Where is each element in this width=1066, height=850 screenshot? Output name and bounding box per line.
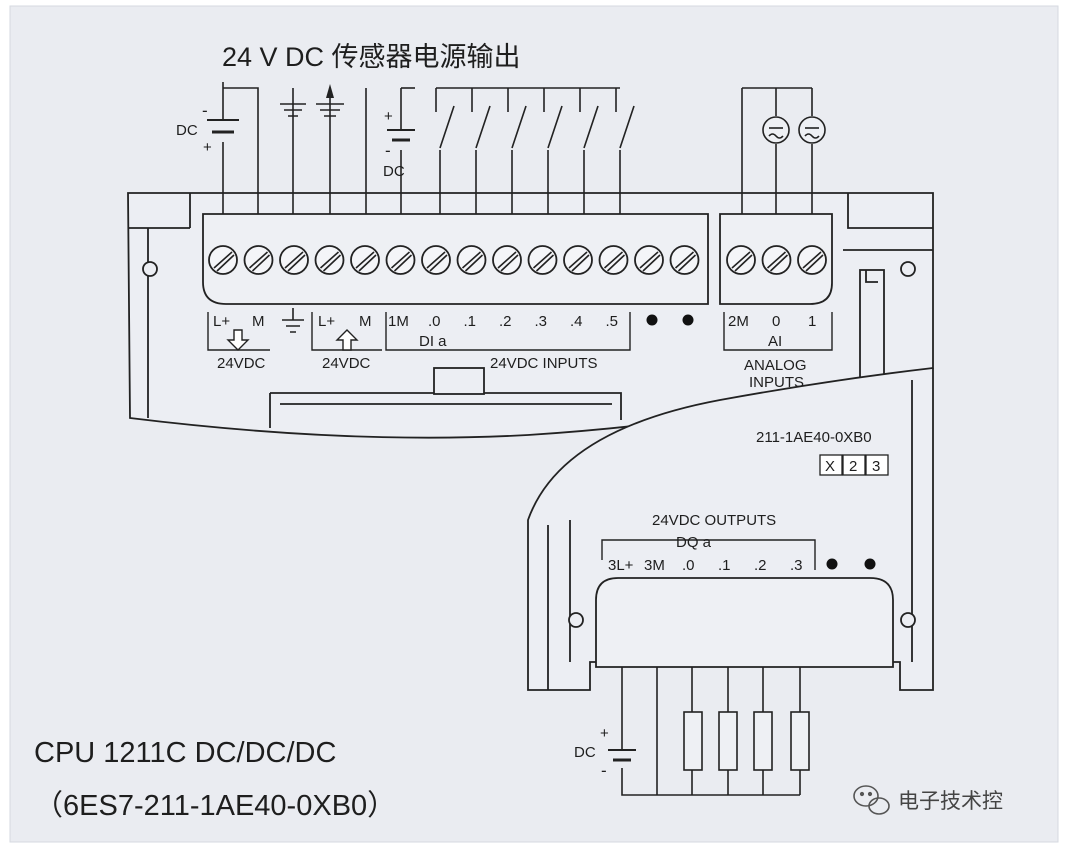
input-switch-icon bbox=[615, 88, 635, 214]
dq-channel-label: .3 bbox=[790, 557, 803, 574]
terminal-screw-icon bbox=[492, 245, 522, 275]
terminal-screw-icon bbox=[761, 245, 792, 275]
terminal-screw-icon bbox=[385, 245, 416, 275]
l-plus-label-2: L+ bbox=[318, 313, 335, 330]
input-switch-icon bbox=[507, 88, 527, 214]
label-brackets bbox=[207, 312, 833, 570]
di-group-label: DI a bbox=[419, 333, 447, 350]
version-boxes bbox=[819, 454, 889, 476]
ai-channel-0: 0 bbox=[772, 313, 780, 330]
diagram-title: 24 V DC 传感器电源输出 bbox=[222, 42, 521, 72]
version-box-x: X bbox=[825, 458, 835, 475]
analog-screws bbox=[726, 245, 827, 275]
dq-caption: 24VDC OUTPUTS bbox=[652, 512, 776, 529]
di-channel-label: .2 bbox=[499, 313, 512, 330]
ai-caption-line2: INPUTS bbox=[749, 374, 804, 391]
dq-common-label: 3M bbox=[644, 557, 665, 574]
input-switch-icon bbox=[579, 88, 599, 214]
ai-group-label: AI bbox=[768, 333, 782, 350]
input-supply-plus: + bbox=[384, 108, 393, 125]
di-caption: 24VDC INPUTS bbox=[490, 355, 598, 372]
terminal-screw-icon bbox=[350, 245, 380, 275]
m-label-1: M bbox=[252, 313, 265, 330]
terminal-screw-icon bbox=[598, 245, 629, 275]
terminal-screw-icon bbox=[243, 245, 274, 275]
left-supply-label: DC bbox=[176, 122, 198, 139]
unused-terminal-dot bbox=[682, 314, 694, 326]
terminal-screw-icon bbox=[797, 245, 827, 275]
sensor-output-arrow-icon bbox=[326, 84, 334, 98]
ground-icon bbox=[282, 308, 304, 333]
left-supply-plus: + bbox=[203, 139, 212, 156]
terminal-screw-icon bbox=[527, 245, 558, 275]
output-wiring bbox=[608, 667, 810, 796]
di-common-label: 1M bbox=[388, 313, 409, 330]
supply-24vdc-label-1: 24VDC bbox=[217, 355, 266, 372]
supply-24vdc-label-2: 24VDC bbox=[322, 355, 371, 372]
cpu-name: CPU 1211C DC/DC/DC bbox=[34, 737, 336, 769]
di-channel-label: .3 bbox=[535, 313, 548, 330]
ai-channel-1: 1 bbox=[808, 313, 816, 330]
terminal-screw-icon bbox=[421, 245, 451, 275]
dq-channel-labels: .0 .1 .2 .3 bbox=[682, 557, 803, 574]
order-number: （6ES7-211-1AE40-0XB0） bbox=[34, 790, 396, 822]
output-supply-minus: - bbox=[601, 761, 607, 780]
terminal-screw-icon bbox=[456, 245, 487, 275]
terminal-screw-icon bbox=[208, 245, 238, 275]
terminal-screw-icon bbox=[669, 245, 700, 275]
output-supply-plus: + bbox=[600, 725, 609, 742]
m-label-2: M bbox=[359, 313, 372, 330]
top-wiring bbox=[207, 82, 620, 214]
part-number: 211-1AE40-0XB0 bbox=[756, 429, 872, 446]
top-screws bbox=[208, 245, 700, 275]
unused-terminal-dot bbox=[826, 558, 838, 570]
di-channel-label: .1 bbox=[464, 313, 477, 330]
ai-common-label: 2M bbox=[728, 313, 749, 330]
terminal-screw-icon bbox=[563, 245, 593, 275]
input-switch-icon bbox=[543, 88, 563, 214]
terminal-screw-icon bbox=[634, 245, 664, 275]
version-box-2: 2 bbox=[849, 458, 857, 475]
di-channel-labels: .0 .1 .2 .3 .4 .5 bbox=[428, 313, 618, 330]
input-supply-minus: - bbox=[385, 141, 391, 160]
analog-wiring bbox=[741, 87, 826, 214]
terminal-screw-icon bbox=[314, 245, 345, 275]
unused-terminal-dot bbox=[646, 314, 658, 326]
dq-group-label: DQ a bbox=[676, 534, 712, 551]
dq-channel-label: .0 bbox=[682, 557, 695, 574]
version-box-3: 3 bbox=[872, 458, 880, 475]
di-channel-label: .4 bbox=[570, 313, 583, 330]
watermark: 电子技术控 bbox=[853, 785, 1003, 815]
terminal-screw-icon bbox=[726, 245, 756, 275]
supply-in-arrow-icon bbox=[226, 329, 250, 351]
dq-channel-label: .2 bbox=[754, 557, 767, 574]
ai-caption-line1: ANALOG bbox=[744, 357, 807, 374]
dq-supply-label: 3L+ bbox=[608, 557, 634, 574]
dq-channel-label: .1 bbox=[718, 557, 731, 574]
di-channel-label: .0 bbox=[428, 313, 441, 330]
input-switch-icon bbox=[435, 88, 455, 214]
l-plus-label-1: L+ bbox=[213, 313, 230, 330]
unused-terminal-dot bbox=[864, 558, 876, 570]
wechat-icon bbox=[853, 785, 890, 815]
input-switches bbox=[435, 88, 635, 214]
terminal-screw-icon bbox=[279, 245, 309, 275]
left-supply-minus: - bbox=[202, 101, 208, 120]
output-supply-label: DC bbox=[574, 744, 596, 761]
input-supply-label: DC bbox=[383, 163, 405, 180]
output-terminal-block bbox=[595, 577, 894, 668]
supply-out-arrow-icon bbox=[335, 329, 359, 351]
di-channel-label: .5 bbox=[606, 313, 619, 330]
watermark-text: 电子技术控 bbox=[898, 790, 1003, 813]
input-switch-icon bbox=[471, 88, 491, 214]
